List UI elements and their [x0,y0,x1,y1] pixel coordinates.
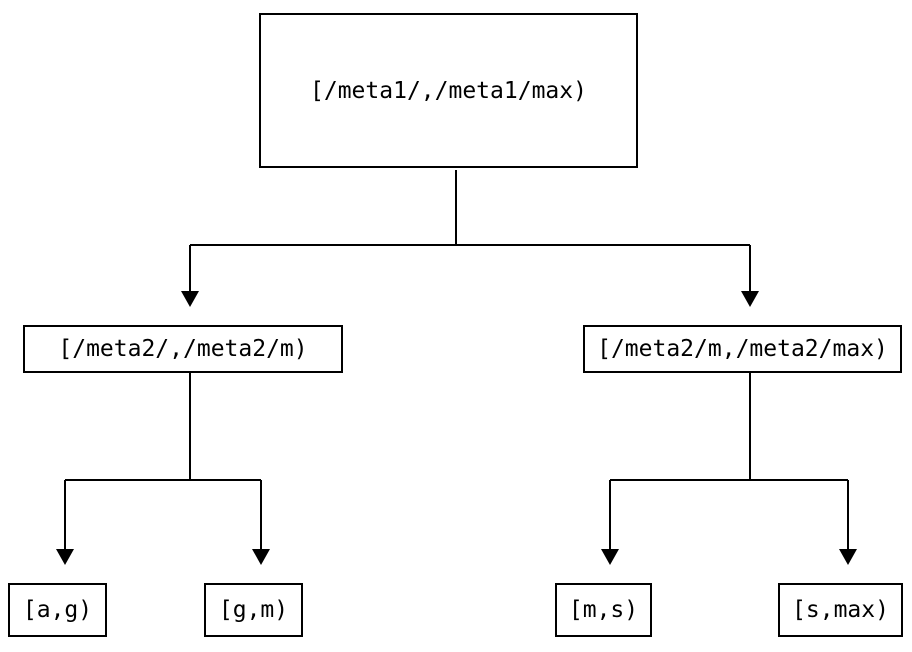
arrowhead-icon [741,291,759,307]
node-right-child-label: [/meta2/m,/meta2/max) [597,336,888,362]
node-leaf-s-max-label: [s,max) [792,597,889,623]
node-leaf-m-s: [m,s) [555,583,652,637]
node-leaf-g-m-label: [g,m) [218,597,289,623]
node-left-child-label: [/meta2/,/meta2/m) [58,336,308,362]
node-root-label: [/meta1/,/meta1/max) [310,77,587,104]
node-leaf-a-g: [a,g) [8,583,107,637]
node-leaf-g-m: [g,m) [204,583,303,637]
arrowhead-icon [181,291,199,307]
arrowhead-icon [56,549,74,565]
node-leaf-m-s-label: [m,s) [568,597,639,623]
arrowhead-icon [839,549,857,565]
arrowhead-icon [252,549,270,565]
arrowhead-icon [601,549,619,565]
node-right-child: [/meta2/m,/meta2/max) [583,325,902,373]
node-left-child: [/meta2/,/meta2/m) [23,325,343,373]
node-leaf-s-max: [s,max) [778,583,903,637]
node-root: [/meta1/,/meta1/max) [259,13,638,168]
node-leaf-a-g-label: [a,g) [22,597,93,623]
